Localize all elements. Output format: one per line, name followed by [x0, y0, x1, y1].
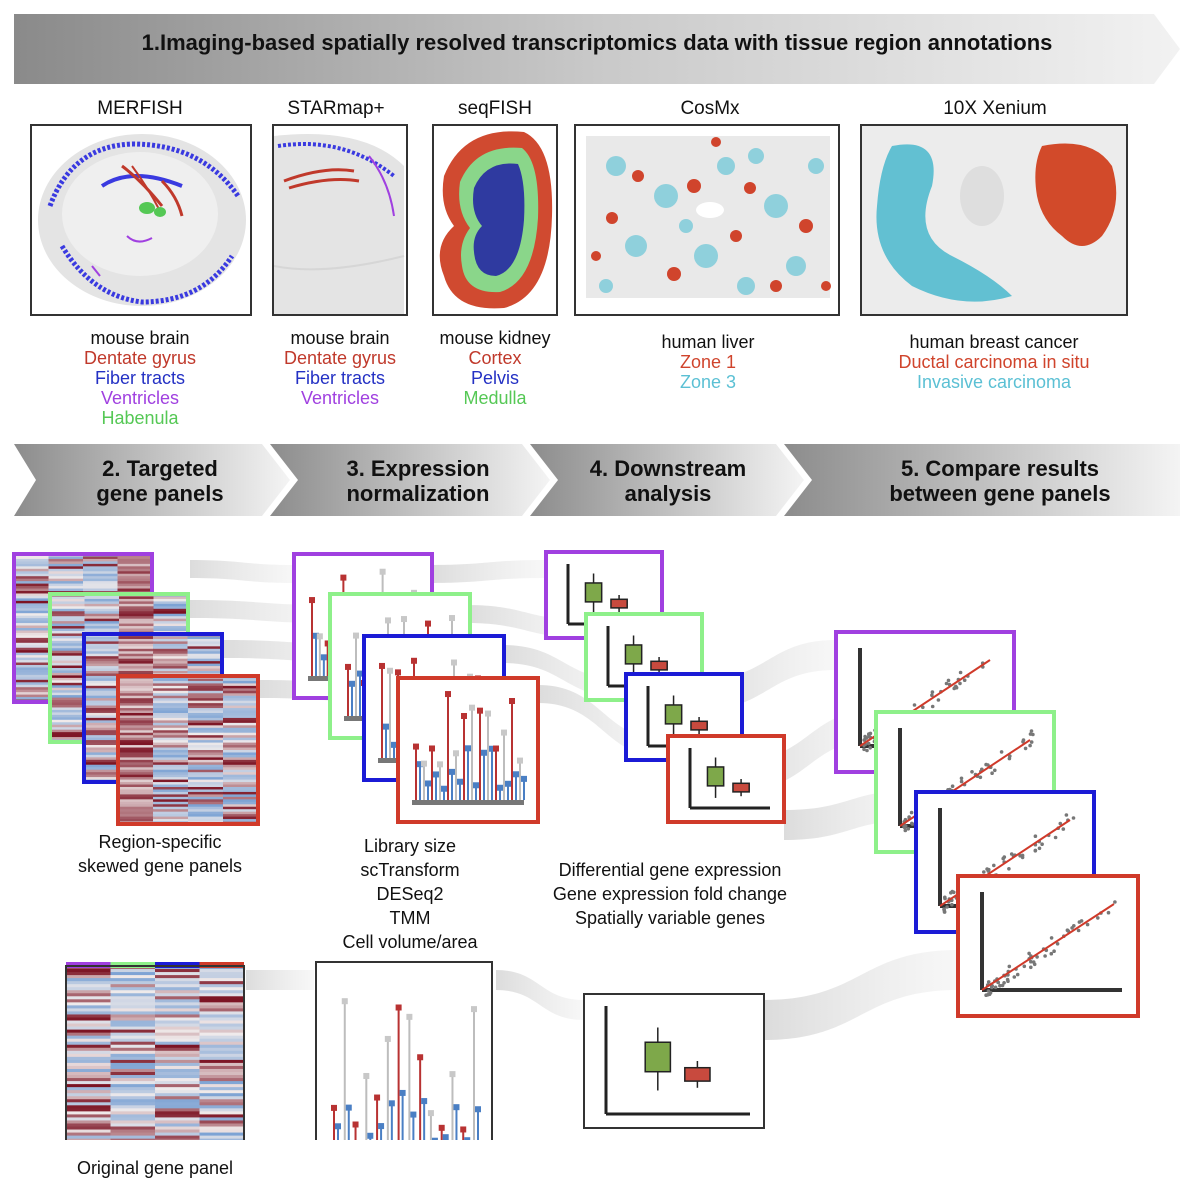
norm-cell-volume: Cell volume/area [342, 932, 478, 952]
ribbon-lolli-to-box-1 [430, 560, 546, 583]
step-5-line2: between gene panels [889, 481, 1111, 506]
step-3-line1: 3. Expression [346, 456, 490, 481]
seqfish-region-pelvis: Pelvis [470, 368, 519, 388]
heatmap-skewed-red [116, 674, 260, 826]
banner-title: 1.Imaging-based spatially resolved trans… [141, 30, 1053, 55]
tech-name-cosmx: CosMx [680, 98, 740, 119]
step-4-title: 4. Downstream analysis [548, 456, 788, 506]
starmap-region-fiber: Fiber tracts [294, 368, 386, 388]
analysis-fold-change: Gene expression fold change [552, 884, 788, 904]
analysis-caption: Differential gene expression Gene expres… [520, 858, 820, 930]
heatmap-skewed-red-frame [116, 674, 260, 826]
boxplot-red [666, 734, 786, 824]
cosmx-tissue-panel [574, 124, 840, 316]
xenium-tissue-panel [860, 124, 1128, 316]
xenium-region-dcis: Ductal carcinoma in situ [898, 352, 1090, 372]
merfish-tissue: mouse brain [90, 328, 190, 348]
norm-sctransform: scTransform [360, 860, 460, 880]
steps-arrow-band [14, 444, 1180, 516]
norm-tmm: TMM [389, 908, 431, 928]
merfish-tissue-panel [30, 124, 252, 316]
merfish-region-fiber: Fiber tracts [94, 368, 186, 388]
normalization-caption: Library size scTransform DESeq2 TMM Cell… [300, 834, 520, 954]
merfish-region-habenula: Habenula [101, 408, 179, 428]
step-3-title: 3. Expression normalization [298, 456, 538, 506]
step-arrow-3 [270, 444, 550, 516]
step-arrow-2 [14, 444, 290, 516]
scatter-red [956, 874, 1140, 1018]
skewed-caption-line1: Region-specific [98, 832, 222, 852]
original-panel-caption: Original gene panel [76, 1158, 234, 1178]
norm-deseq2: DESeq2 [376, 884, 444, 904]
step-3-line2: normalization [346, 481, 490, 506]
seqfish-region-medulla: Medulla [463, 388, 527, 408]
step-arrow-5 [784, 444, 1180, 516]
ribbon-box-to-scatter-orig [764, 950, 958, 1040]
merfish-description: mouse brain Dentate gyrus Fiber tracts V… [50, 328, 230, 428]
ribbon-original-to-lolli [246, 970, 314, 990]
step-2-line1: 2. Targeted [102, 456, 218, 481]
ribbon-lolli-to-box-orig [496, 970, 584, 1020]
merfish-region-ventricles: Ventricles [100, 388, 180, 408]
step-5-title: 5. Compare results between gene panels [840, 456, 1160, 506]
analysis-dge: Differential gene expression [558, 860, 782, 880]
xenium-tissue: human breast cancer [909, 332, 1079, 352]
tech-name-seqfish: seqFISH [458, 98, 532, 119]
seqfish-description: mouse kidney Cortex Pelvis Medulla [424, 328, 566, 408]
step-5-line1: 5. Compare results [900, 456, 1100, 481]
lollipop-original [315, 961, 493, 1140]
step-4-line2: analysis [624, 481, 712, 506]
cosmx-region-zone1: Zone 1 [679, 352, 737, 372]
seqfish-region-cortex: Cortex [468, 348, 522, 368]
boxplot-original [583, 993, 765, 1129]
tech-name-starmap: STARmap+ [287, 98, 385, 119]
merfish-region-dentate: Dentate gyrus [83, 348, 197, 368]
step-arrow-4 [530, 444, 804, 516]
heatmap-original [65, 962, 245, 1140]
analysis-svg: Spatially variable genes [574, 908, 766, 928]
tech-name-xenium: 10X Xenium [943, 98, 1047, 119]
starmap-tissue: mouse brain [290, 328, 390, 348]
workflow-diagram [12, 550, 1140, 1140]
step-2-title: 2. Targeted gene panels [40, 456, 280, 506]
tech-name-merfish: MERFISH [97, 98, 183, 119]
cosmx-region-zone3: Zone 3 [679, 372, 737, 392]
starmap-tissue-panel [272, 124, 408, 316]
xenium-description: human breast cancer Ductal carcinoma in … [864, 332, 1124, 392]
cosmx-description: human liver Zone 1 Zone 3 [610, 332, 806, 392]
step-4-line1: 4. Downstream [589, 456, 747, 481]
starmap-region-ventricles: Ventricles [300, 388, 380, 408]
starmap-region-dentate: Dentate gyrus [283, 348, 397, 368]
lollipop-red [396, 676, 540, 824]
skewed-panels-caption: Region-specific skewed gene panels [40, 830, 280, 878]
starmap-description: mouse brain Dentate gyrus Fiber tracts V… [262, 328, 418, 408]
xenium-region-invasive: Invasive carcinoma [916, 372, 1072, 392]
banner-arrow [14, 14, 1180, 84]
seqfish-tissue: mouse kidney [439, 328, 551, 348]
cosmx-tissue: human liver [661, 332, 755, 352]
norm-library-size: Library size [363, 836, 457, 856]
seqfish-tissue-panel [432, 124, 558, 316]
ribbon-heat-to-lolli-1 [190, 560, 296, 583]
step-2-line2: gene panels [96, 481, 224, 506]
skewed-caption-line2: skewed gene panels [77, 856, 243, 876]
